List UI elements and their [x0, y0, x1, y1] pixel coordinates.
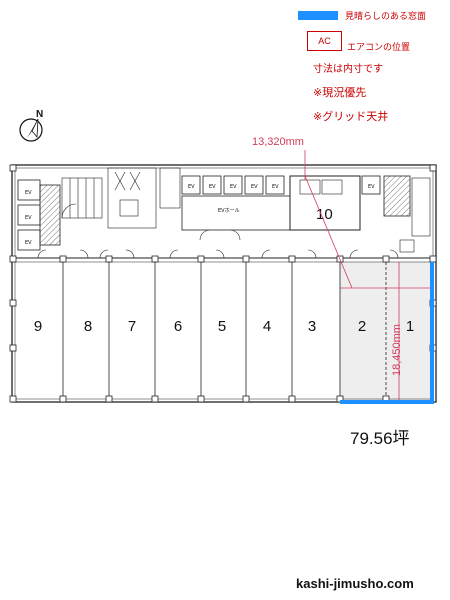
north-arrow-icon: N [14, 107, 50, 147]
unit-9-label: 9 [34, 318, 42, 335]
ev-label: EV [188, 184, 195, 190]
floor-plan: EV EV EV EV EV EV EV EV EV EVホール [9, 150, 437, 404]
unit-3-label: 3 [308, 318, 316, 335]
ev-label: EV [209, 184, 216, 190]
ev-label: EV [251, 184, 258, 190]
site-watermark: kashi-jimusho.com [296, 576, 414, 591]
north-label: N [36, 109, 43, 120]
ev-label: EV [25, 215, 32, 221]
ev-label: EV [368, 184, 375, 190]
width-dimension-label: 13,320mm [252, 136, 304, 148]
unit-5-label: 5 [218, 318, 226, 335]
ac-legend-box: AC [307, 31, 342, 51]
unit-4-label: 4 [263, 318, 271, 335]
unit-2-label: 2 [358, 318, 366, 335]
depth-dimension-label: 18,450mm [391, 324, 403, 376]
unit-6-label: 6 [174, 318, 182, 335]
ev-label: EV [25, 190, 32, 196]
room-10-label: 10 [316, 206, 333, 223]
dimension-note: 寸法は内寸です [313, 64, 383, 75]
ev-hall-label: EVホール [218, 208, 240, 214]
area-label: 79.56坪 [350, 429, 410, 448]
ac-legend-label: エアコンの位置 [347, 43, 411, 53]
unit-partitions [62, 262, 387, 402]
unit-1-label: 1 [406, 318, 414, 335]
unit-8-label: 8 [84, 318, 92, 335]
unit-7-label: 7 [128, 318, 136, 335]
view-window-highlight [340, 262, 434, 404]
outer-wall [11, 164, 437, 403]
ev-label: EV [272, 184, 279, 190]
ev-label: EV [25, 240, 32, 246]
grid-ceiling-note: ※グリッド天井 [313, 110, 389, 123]
width-dimension-line [304, 175, 353, 289]
view-window-legend-swatch [298, 11, 338, 20]
ev-label: EV [230, 184, 237, 190]
current-condition-note: ※現況優先 [313, 86, 367, 99]
view-window-legend-label: 見晴らしのある窓面 [345, 12, 427, 22]
